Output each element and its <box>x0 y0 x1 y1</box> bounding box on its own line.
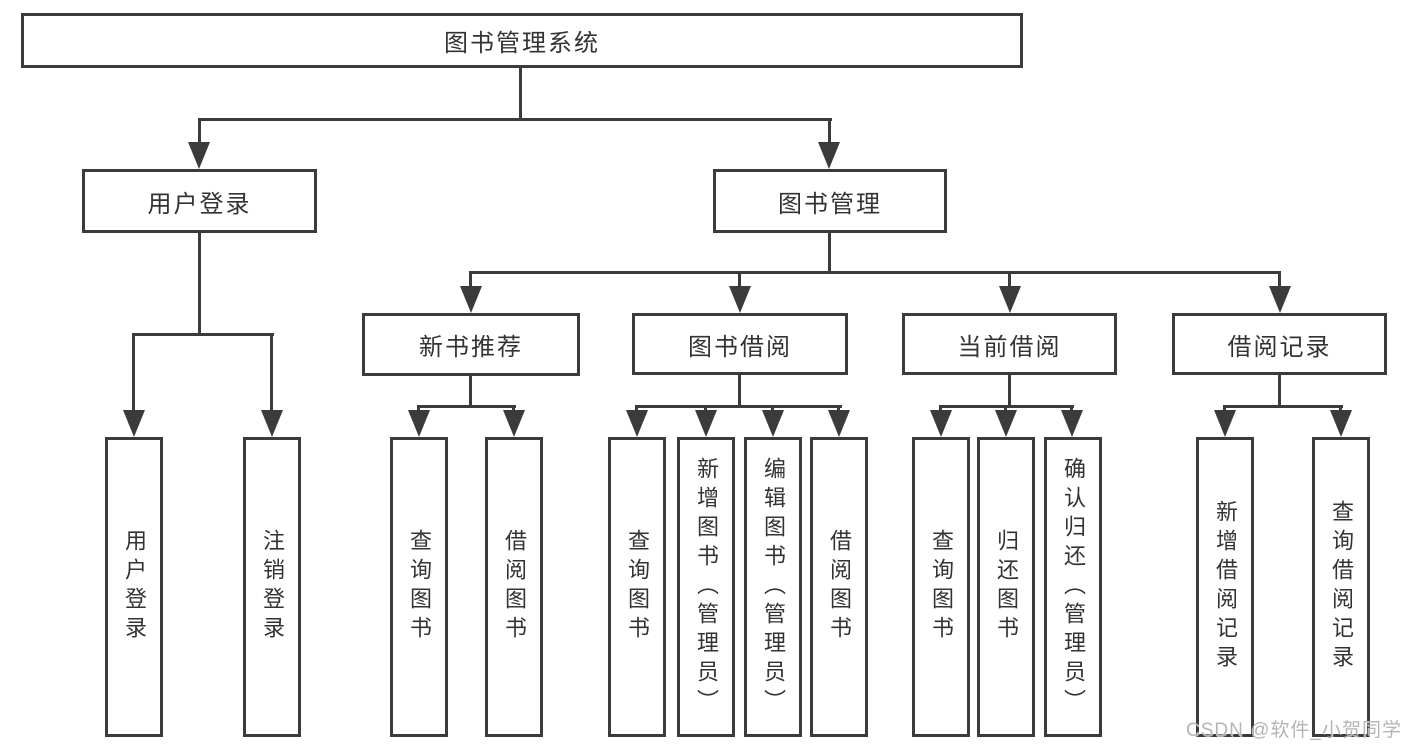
node-borrow-records-label: 借阅记录 <box>1227 333 1332 361</box>
arrowhead <box>930 410 952 437</box>
node-leaf-logout-label: 注销登录 <box>260 529 285 645</box>
connector-stem <box>738 375 741 408</box>
connector-drop <box>1004 405 1007 413</box>
arrowhead <box>695 410 717 437</box>
arrowhead <box>1330 410 1352 437</box>
node-leaf-bb-edit-books-admin-label: 编辑图书（管理员） <box>761 456 786 718</box>
node-leaf-nb-query-books-label: 查询图书 <box>407 529 432 645</box>
connector-drop <box>417 405 420 413</box>
arrowhead-book-mgmt <box>818 142 840 169</box>
arrowhead <box>995 410 1017 437</box>
connector-stem <box>1008 375 1011 408</box>
node-new-book-recommend-label: 新书推荐 <box>419 334 523 361</box>
connector-drop <box>1278 271 1281 287</box>
node-root: 图书管理系统 <box>21 13 1023 68</box>
connector-drop <box>704 405 707 413</box>
node-root-label: 图书管理系统 <box>444 30 600 57</box>
node-leaf-bb-borrow-books-label: 借阅图书 <box>827 529 852 645</box>
node-leaf-cb-confirm-return-admin: 确认归还（管理员） <box>1044 437 1102 737</box>
node-user-login-label: 用户登录 <box>147 190 252 218</box>
node-leaf-user-login-label: 用户登录 <box>122 529 147 645</box>
node-book-borrow: 图书借阅 <box>632 313 848 375</box>
node-leaf-br-query-record-label: 查询借阅记录 <box>1329 500 1354 674</box>
connector-user-login-bar <box>132 333 274 336</box>
connector-root-stem <box>519 68 522 121</box>
node-leaf-bb-add-books-admin: 新增图书（管理员） <box>677 437 735 737</box>
node-leaf-user-login: 用户登录 <box>105 437 163 737</box>
node-leaf-bb-query-books: 查询图书 <box>608 437 666 737</box>
node-current-borrow-label: 当前借阅 <box>957 333 1062 361</box>
arrowhead <box>261 410 283 437</box>
arrowhead <box>999 286 1021 313</box>
node-book-borrow-label: 图书借阅 <box>688 333 792 361</box>
connector-drop <box>132 333 135 411</box>
arrowhead <box>1269 286 1291 313</box>
arrowhead <box>626 410 648 437</box>
node-leaf-cb-query-books: 查询图书 <box>912 437 970 737</box>
node-leaf-br-add-record: 新增借阅记录 <box>1196 437 1254 737</box>
arrowhead <box>828 410 850 437</box>
connector-bar <box>417 405 516 408</box>
arrowhead <box>460 286 482 313</box>
node-leaf-br-query-record: 查询借阅记录 <box>1312 437 1370 737</box>
connector-bar <box>1223 405 1343 408</box>
node-user-login: 用户登录 <box>82 169 317 233</box>
connector-drop <box>1008 271 1011 287</box>
arrowhead <box>729 286 751 313</box>
arrowhead <box>1214 410 1236 437</box>
node-current-borrow: 当前借阅 <box>902 313 1117 375</box>
connector-level1-bar <box>198 118 832 121</box>
connector-drop <box>635 405 638 413</box>
connector-bar <box>635 405 842 408</box>
connector-user-login-stem <box>198 233 201 336</box>
connector-drop <box>939 405 942 413</box>
node-leaf-nb-borrow-books: 借阅图书 <box>485 437 543 737</box>
connector-stem <box>469 375 472 408</box>
arrowhead <box>1061 410 1083 437</box>
connector-drop <box>1339 405 1342 413</box>
connector-drop-user-login <box>198 118 201 144</box>
connector-drop <box>771 405 774 413</box>
connector-drop <box>469 271 472 287</box>
connector-stem <box>1278 375 1281 408</box>
arrowhead <box>408 410 430 437</box>
connector-drop <box>512 405 515 413</box>
node-book-management-label: 图书管理 <box>778 190 882 218</box>
connector-drop <box>837 405 840 413</box>
node-leaf-cb-query-books-label: 查询图书 <box>929 529 954 645</box>
node-leaf-nb-borrow-books-label: 借阅图书 <box>502 529 527 645</box>
node-book-management: 图书管理 <box>713 169 947 233</box>
connector-drop <box>738 271 741 287</box>
arrowhead <box>503 410 525 437</box>
node-leaf-cb-confirm-return-admin-label: 确认归还（管理员） <box>1061 456 1086 718</box>
arrowhead-user-login <box>188 142 210 169</box>
connector-book-mgmt-stem <box>828 233 831 274</box>
connector-drop <box>270 333 273 411</box>
arrowhead <box>123 410 145 437</box>
connector-drop-book-mgmt <box>828 118 831 144</box>
node-leaf-cb-return-books-label: 归还图书 <box>994 529 1019 645</box>
node-borrow-records: 借阅记录 <box>1172 313 1387 375</box>
node-new-book-recommend: 新书推荐 <box>362 313 580 376</box>
connector-drop <box>1070 405 1073 413</box>
node-leaf-bb-edit-books-admin: 编辑图书（管理员） <box>744 437 802 737</box>
arrowhead <box>762 410 784 437</box>
watermark: CSDN @软件_小贺同学 <box>1186 720 1402 741</box>
node-leaf-bb-borrow-books: 借阅图书 <box>810 437 868 737</box>
connector-level2-bar <box>469 271 1281 274</box>
node-leaf-bb-add-books-admin-label: 新增图书（管理员） <box>694 456 719 718</box>
connector-drop <box>1223 405 1226 413</box>
node-leaf-logout: 注销登录 <box>243 437 301 737</box>
node-leaf-br-add-record-label: 新增借阅记录 <box>1213 500 1238 674</box>
node-leaf-bb-query-books-label: 查询图书 <box>625 529 650 645</box>
node-leaf-nb-query-books: 查询图书 <box>390 437 448 737</box>
node-leaf-cb-return-books: 归还图书 <box>977 437 1035 737</box>
